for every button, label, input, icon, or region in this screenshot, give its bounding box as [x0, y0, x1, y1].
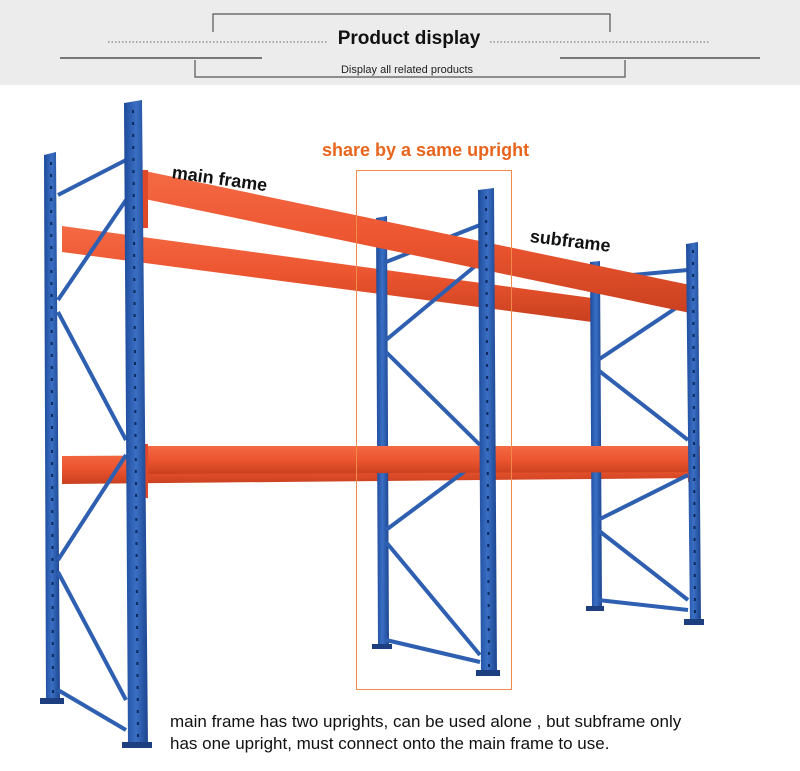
upright-right-back — [590, 261, 602, 610]
section-header: Product display Display all related prod… — [0, 0, 800, 85]
shared-upright-highlight — [356, 170, 512, 690]
beam-back-upper — [62, 226, 592, 322]
label-shared-upright: share by a same upright — [322, 140, 530, 160]
bracing-left — [56, 158, 128, 732]
caption-line: main frame has two uprights, can be used… — [170, 712, 682, 731]
pallet-rack-image — [40, 100, 704, 748]
section-title: Product display — [337, 28, 481, 49]
section-subtitle: Display all related products — [340, 64, 474, 76]
header-decoration — [60, 13, 760, 78]
upright-middle-front — [478, 188, 497, 676]
caption-line: has one upright, must connect onto the m… — [170, 734, 610, 753]
upright-middle-back — [376, 216, 389, 648]
base-plates — [40, 606, 704, 748]
beam-front-upper — [140, 170, 695, 314]
upright-holes — [50, 109, 696, 741]
bracing-right — [596, 268, 690, 612]
upright-right-front — [686, 242, 701, 625]
caption: main frame has two uprights, can be used… — [170, 711, 790, 755]
beam-front-lower — [140, 446, 700, 474]
